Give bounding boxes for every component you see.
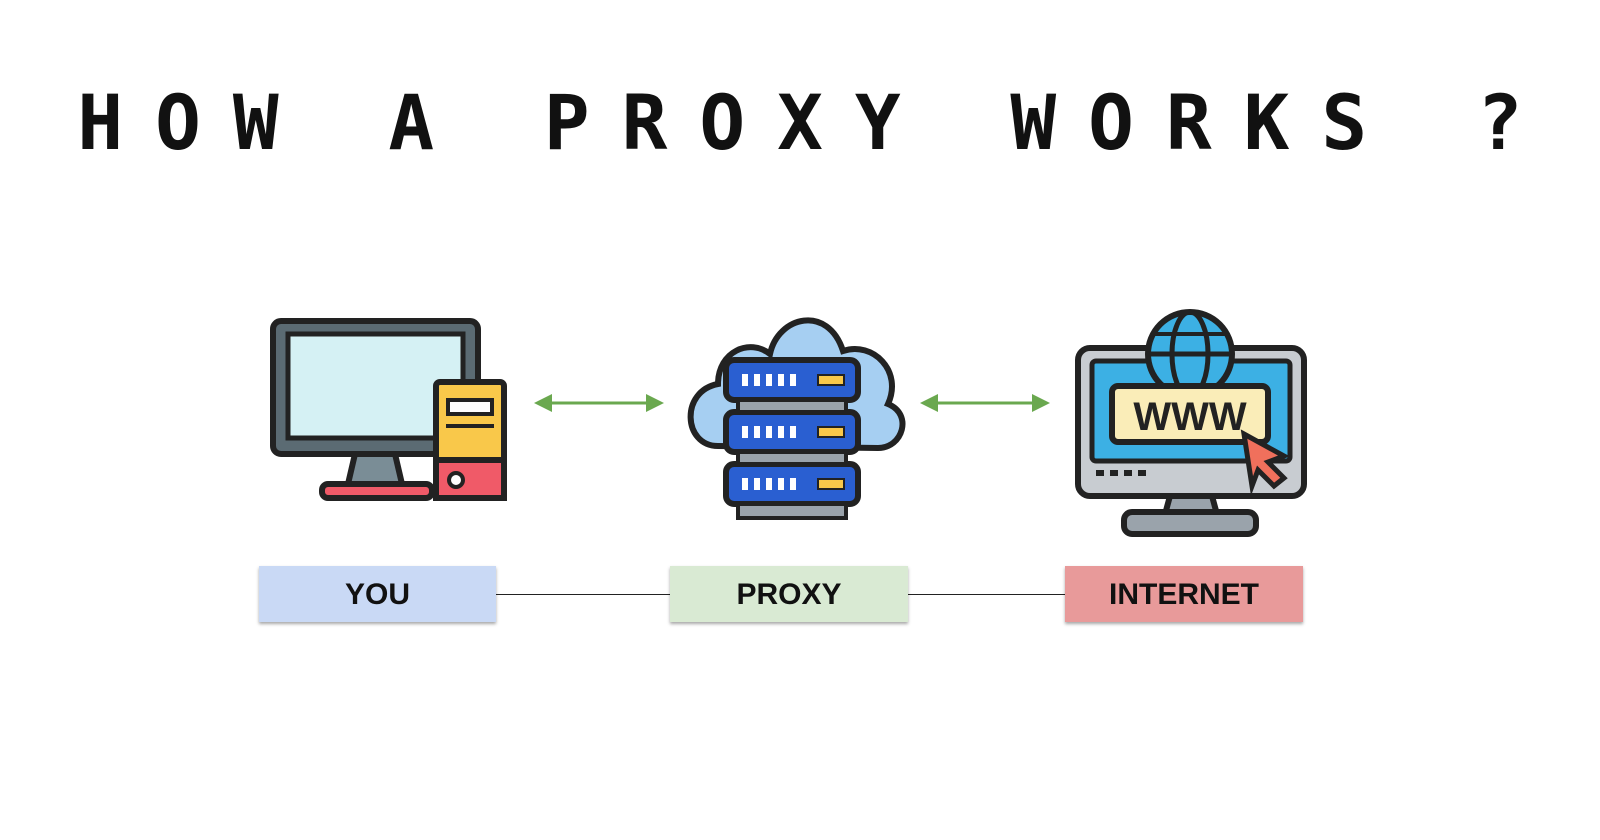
- label-you: YOU: [259, 566, 496, 622]
- label-proxy: PROXY: [670, 566, 908, 622]
- browser-text: WWW: [1133, 395, 1247, 439]
- label-internet: INTERNET: [1065, 566, 1303, 622]
- bidirectional-arrow-icon: [534, 394, 664, 412]
- desktop-computer-icon: [270, 318, 507, 501]
- bidirectional-arrow-icon: [920, 394, 1050, 412]
- www-monitor-icon: WWW: [1075, 309, 1307, 537]
- connector-line: [496, 594, 670, 595]
- cloud-server-icon: [687, 317, 906, 520]
- page-title: HOW A PROXY WORKS ?: [77, 78, 1555, 167]
- connector-line: [908, 594, 1066, 595]
